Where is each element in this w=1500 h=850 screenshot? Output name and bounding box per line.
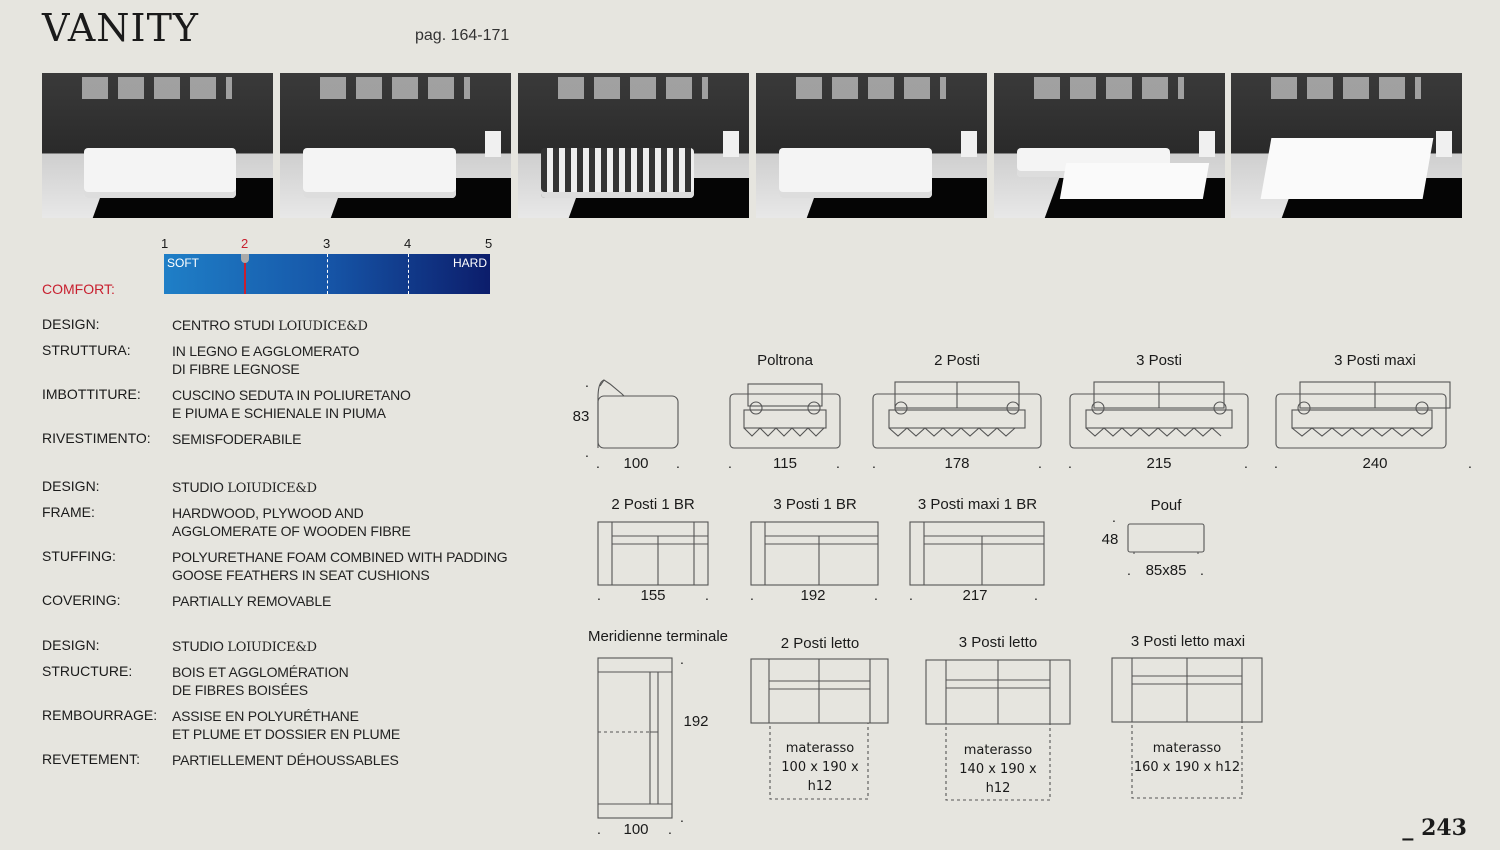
model-2postiletto-name: 2 Posti letto: [780, 635, 860, 652]
model-pouf-name: Pouf: [1150, 497, 1182, 514]
meridienne-top-diagram: [597, 657, 673, 819]
3posti-front-diagram: [1069, 381, 1249, 449]
pouf-diagram: [1127, 523, 1205, 554]
2postiletto-top-diagram: [750, 658, 889, 800]
spec-en-frame-key: FRAME:: [42, 504, 95, 520]
photo-bed-open: [1231, 73, 1462, 218]
model-poltrona-width: 115: [773, 455, 797, 472]
3postimaxi1br-top-diagram: [909, 521, 1045, 586]
page-number: _ 243: [1402, 815, 1467, 841]
spec-fr-structure-key: STRUCTURE:: [42, 663, 133, 679]
3postimaxi-front-diagram: [1275, 381, 1451, 449]
comfort-soft-label: SOFT: [167, 256, 199, 270]
model-3postilettomaxi-name: 3 Posti letto maxi: [1130, 633, 1246, 650]
2posti-front-diagram: [872, 381, 1042, 449]
brand-logo: LOIUDICE&D: [227, 640, 317, 655]
comfort-number-2: 2: [241, 236, 249, 251]
comfort-number-1: 1: [161, 236, 169, 251]
2posti1br-top-diagram: [597, 521, 709, 586]
brand-logo: LOIUDICE&D: [278, 319, 368, 334]
poltrona-front-diagram: [729, 383, 841, 449]
spec-en-stuffing-key: STUFFING:: [42, 548, 116, 564]
comfort-hard-label: HARD: [452, 256, 487, 270]
model-3posti-name: 3 Posti: [1136, 352, 1182, 369]
product-title: VANITY: [42, 6, 199, 50]
spec-it-rivestimento-value: SEMISFODERABILE: [172, 431, 302, 447]
spec-en-covering-value: PARTIALLY REMOVABLE: [172, 593, 332, 609]
spec-fr-design-key: DESIGN:: [42, 637, 100, 653]
spec-fr-rembourrage-key: REMBOURRAGE:: [42, 707, 158, 723]
side-depth: 100: [623, 455, 649, 472]
spec-fr-design-value: STUDIO LOIUDICE&D: [172, 638, 317, 655]
model-3postimaxi1br-width: 217: [962, 587, 988, 604]
side-height: 83: [572, 408, 590, 425]
spec-it-imbottiture-key: IMBOTTITURE:: [42, 386, 141, 402]
model-2posti1br-name: 2 Posti 1 BR: [611, 496, 695, 513]
side-view-diagram: [597, 379, 679, 449]
photo-sofa-closed: [42, 73, 273, 218]
comfort-label: COMFORT:: [42, 281, 115, 297]
model-poltrona-name: Poltrona: [757, 352, 813, 369]
comfort-number-4: 4: [404, 236, 412, 251]
spec-en-design-key: DESIGN:: [42, 478, 100, 494]
model-pouf-size: 85x85: [1145, 562, 1187, 579]
brand-logo: LOIUDICE&D: [227, 481, 317, 496]
page-reference: pag. 164-171: [415, 27, 510, 44]
model-2posti-name: 2 Posti: [934, 352, 980, 369]
model-meridienne-width: 100: [623, 821, 649, 838]
3posti1br-top-diagram: [750, 521, 879, 586]
comfort-number-3: 3: [323, 236, 331, 251]
spec-fr-revetement-value: PARTIELLEMENT DÉHOUSSABLES: [172, 752, 399, 768]
model-3postiletto-name: 3 Posti letto: [958, 634, 1038, 651]
3postiletto-top-diagram: [925, 659, 1071, 801]
model-3posti1br-name: 3 Posti 1 BR: [773, 496, 857, 513]
comfort-number-5: 5: [485, 236, 493, 251]
photo-bed-step-4: [994, 73, 1225, 218]
spec-it-design-value: CENTRO STUDI LOIUDICE&D: [172, 317, 368, 334]
photo-bed-step-2: [518, 73, 749, 218]
spec-en-design-value: STUDIO LOIUDICE&D: [172, 479, 317, 496]
model-3postimaxi1br-name: 3 Posti maxi 1 BR: [917, 496, 1038, 513]
comfort-scale: SOFT HARD: [164, 254, 490, 294]
model-3postimaxi-width: 240: [1362, 455, 1388, 472]
model-meridienne-length: 192: [683, 713, 709, 730]
comfort-pin-icon: [241, 254, 249, 263]
model-pouf-height: 48: [1101, 531, 1119, 548]
spec-en-covering-key: COVERING:: [42, 592, 121, 608]
photo-bed-step-1: [280, 73, 511, 218]
model-3postimaxi-name: 3 Posti maxi: [1334, 352, 1416, 369]
comfort-marker: [244, 254, 246, 294]
model-2posti1br-width: 155: [640, 587, 666, 604]
spec-it-rivestimento-key: RIVESTIMENTO:: [42, 430, 151, 446]
3postilettomaxi-top-diagram: [1111, 657, 1263, 799]
model-meridienne-name: Meridienne terminale: [587, 628, 729, 645]
spec-it-design-key: DESIGN:: [42, 316, 100, 332]
photo-bed-step-3: [756, 73, 987, 218]
model-2posti-width: 178: [944, 455, 970, 472]
spec-fr-revetement-key: REVETEMENT:: [42, 751, 141, 767]
model-3posti-width: 215: [1146, 455, 1172, 472]
spec-it-struttura-key: STRUTTURA:: [42, 342, 131, 358]
model-3posti1br-width: 192: [800, 587, 826, 604]
